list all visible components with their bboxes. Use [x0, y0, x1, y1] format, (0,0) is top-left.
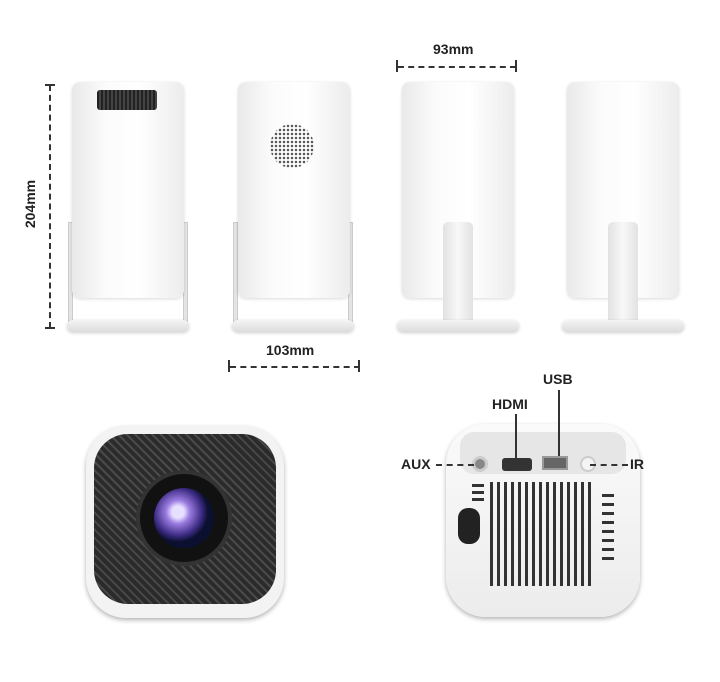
lens-window — [97, 90, 157, 110]
height-dimension-line — [49, 85, 51, 328]
projector-lens-face — [86, 426, 284, 618]
vent-grille — [94, 434, 276, 604]
aux-label: AUX — [401, 456, 431, 472]
depth-label: 93mm — [433, 41, 474, 57]
usb-label: USB — [543, 371, 573, 387]
hdmi-label: HDMI — [492, 396, 528, 412]
tick — [45, 327, 55, 329]
projector-rear-ports — [446, 424, 640, 617]
usb-port — [542, 456, 568, 470]
width-label: 103mm — [266, 342, 315, 358]
ir-label: IR — [630, 456, 644, 472]
speaker-grill — [270, 124, 314, 168]
depth-dimension-line — [398, 66, 516, 68]
power-socket — [458, 508, 480, 544]
width-dimension-line — [230, 366, 360, 368]
height-label: 204mm — [22, 179, 39, 229]
tick — [45, 84, 55, 86]
hdmi-port — [502, 458, 532, 471]
vent — [490, 482, 594, 586]
aux-port — [472, 456, 488, 472]
lens — [140, 474, 228, 562]
